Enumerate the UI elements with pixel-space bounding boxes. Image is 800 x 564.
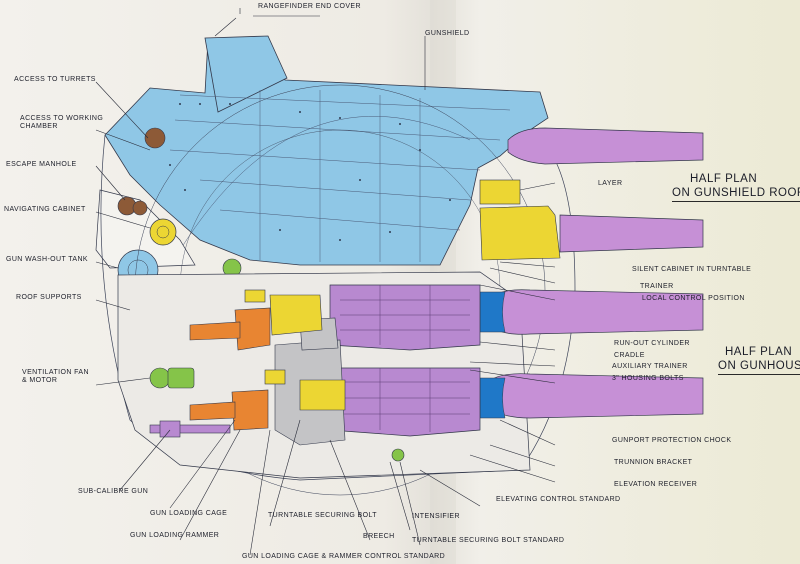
- gun-barrels: [487, 127, 704, 419]
- cradle-upper: [329, 284, 481, 351]
- label-gun-wash-out-tank: GUN WASH-OUT TANK: [6, 256, 88, 263]
- label-auxiliary-trainer: AUXILIARY TRAINER: [612, 363, 688, 370]
- label-cradle: CRADLE: [614, 352, 645, 359]
- label-gun-loading-cage-rammer-control-standard: GUN LOADING CAGE & RAMMER CONTROL STANDA…: [242, 553, 446, 560]
- access-to-turrets-hatch: [144, 127, 166, 149]
- label-rangefinder-end-cover: RANGEFINDER END COVER: [258, 3, 361, 10]
- rangefinder-end-cover: [204, 35, 288, 113]
- label-sub-calibre-gun: SUB-CALIBRE GUN: [78, 488, 149, 495]
- yellow-small-2: [264, 369, 286, 385]
- cradle-detail-lines: [340, 285, 470, 432]
- title-half-plan-gunhouse-1: HALF PLAN: [725, 346, 793, 358]
- gunshield-structure-lines: [169, 90, 511, 262]
- label-run-out-cylinder: RUN-OUT CYLINDER: [614, 340, 690, 347]
- rammer-control-upper: [269, 294, 323, 336]
- rammer-control-lower: [299, 379, 346, 411]
- label-gun-loading-cage: GUN LOADING CAGE: [150, 510, 228, 517]
- label-access-to-working-chamber: ACCESS TO WORKING CHAMBER: [20, 115, 104, 130]
- gun-loading-rammer-lower: [189, 401, 236, 421]
- title-half-plan-gunhouse-2: ON GUNHOUSE: [718, 359, 800, 375]
- cradle-lower: [329, 367, 481, 437]
- label-navigating-cabinet: NAVIGATING CABINET: [4, 206, 86, 213]
- label-gun-loading-rammer: GUN LOADING RAMMER: [130, 532, 220, 539]
- sub-calibre-gun: [149, 420, 231, 438]
- label-ventilation-fan-motor: VENTILATION FAN & MOTOR: [22, 369, 89, 384]
- orange-components: [189, 307, 271, 431]
- gun-loading-cage-lower: [231, 389, 269, 431]
- layer-station: [479, 205, 561, 261]
- barrel-upper-2: [559, 214, 704, 253]
- green-components: [149, 367, 405, 462]
- label-trainer: TRAINER: [640, 283, 674, 290]
- yellow-small-1: [244, 289, 266, 303]
- navigating-cabinet: [149, 218, 177, 246]
- label-local-control-position: LOCAL CONTROL POSITION: [642, 295, 745, 302]
- label-layer: LAYER: [598, 180, 623, 187]
- green-fitting-bottom: [391, 448, 405, 462]
- label-escape-manhole: ESCAPE MANHOLE: [6, 161, 77, 168]
- leader-lines: [95, 8, 556, 556]
- label-trunnion-bracket: TRUNNION BRACKET: [614, 459, 693, 466]
- ventilation-motor: [167, 367, 195, 389]
- label-turntable-securing-bolt: TURNTABLE SECURING BOLT: [268, 512, 377, 519]
- label-turntable-securing-bolt-standard: TURNTABLE SECURING BOLT STANDARD: [412, 537, 565, 544]
- gun-cradles: [329, 284, 481, 437]
- label-roof-supports: ROOF SUPPORTS: [16, 294, 82, 301]
- barrel-upper-1: [507, 127, 704, 165]
- label-silent-cabinet-in-turntable: SILENT CABINET IN TURNTABLE: [632, 266, 752, 273]
- gunports: [479, 291, 506, 419]
- ventilation-fan: [149, 367, 171, 389]
- label-elevating-control-standard: ELEVATING CONTROL STANDARD: [496, 496, 621, 503]
- label-housing-bolts: 3" HOUSING BOLTS: [612, 375, 684, 382]
- escape-manhole-hatch-2: [132, 200, 148, 216]
- title-half-plan-gunshield-1: HALF PLAN: [690, 173, 758, 185]
- label-gunshield: GUNSHIELD: [425, 30, 470, 37]
- layer-upper-box: [479, 179, 521, 205]
- gun-loading-rammer-upper: [189, 321, 241, 341]
- label-intensifier: INTENSIFIER: [412, 513, 460, 520]
- yellow-components: [244, 179, 561, 411]
- label-gunport-protection-chock: GUNPORT PROTECTION CHOCK: [612, 437, 732, 444]
- label-elevation-receiver: ELEVATION RECEIVER: [614, 481, 698, 488]
- label-access-to-turrets: ACCESS TO TURRETS: [14, 76, 96, 83]
- title-half-plan-gunshield-2: ON GUNSHIELD ROOF: [672, 186, 800, 202]
- label-breech: BREECH: [363, 533, 395, 540]
